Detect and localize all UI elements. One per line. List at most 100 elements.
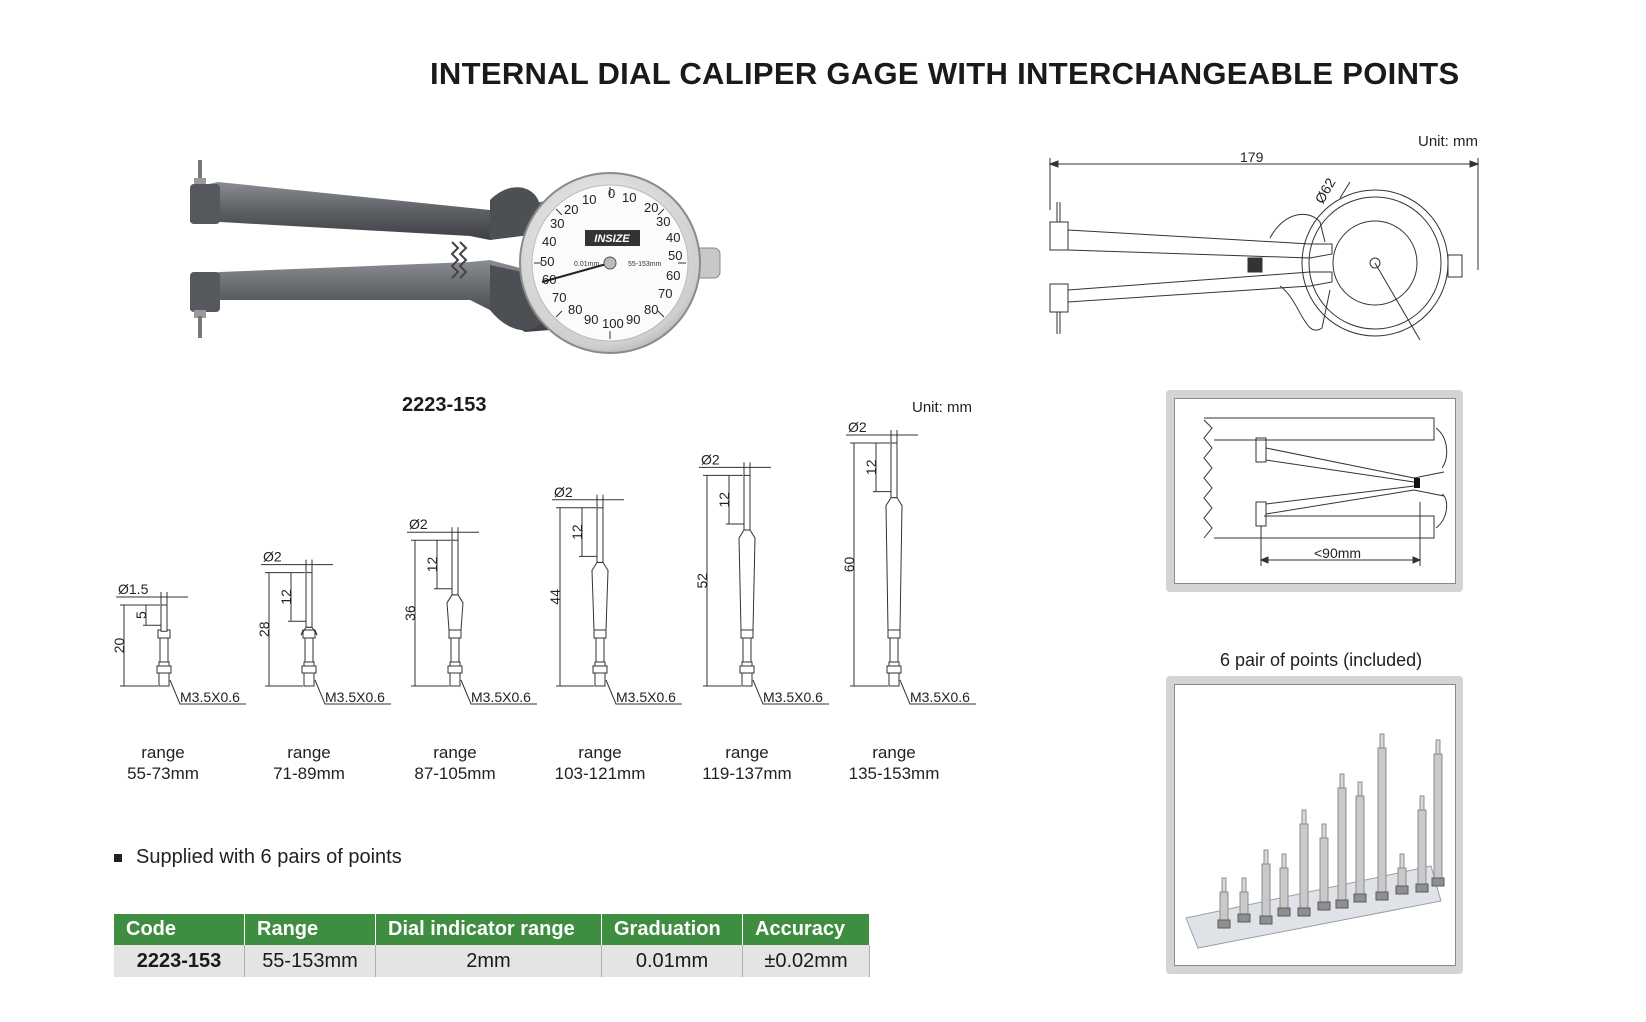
dial-range-mark: 55-153mm — [628, 261, 662, 268]
point-3-tip — [451, 539, 459, 596]
svg-text:30: 30 — [550, 216, 564, 231]
dial-graduation-mark: 0.01mm — [574, 261, 599, 268]
point-3-tip-label: 12 — [424, 557, 440, 573]
point-3-thread-label: M3.5X0.6 — [471, 689, 531, 705]
range-word: range — [725, 743, 769, 762]
point-5-thread — [741, 661, 753, 687]
photo-point-nut — [1395, 885, 1409, 895]
svg-text:0: 0 — [608, 186, 615, 201]
header-accuracy: Accuracy — [742, 914, 870, 945]
range-value: 55-73mm — [127, 764, 199, 783]
svg-text:70: 70 — [552, 290, 566, 305]
unit-label-drawing: Unit: mm — [1418, 133, 1478, 150]
cell-dial-indicator-range: 2mm — [375, 945, 602, 977]
header-dial-indicator-range: Dial indicator range — [375, 914, 602, 945]
photo-point-nut — [1277, 907, 1291, 917]
point-3-collar — [448, 629, 462, 639]
point-6-collar — [887, 629, 901, 639]
photo-point — [1261, 863, 1271, 923]
drawing-dial-diameter-label: Ø62 — [1311, 175, 1338, 206]
cell-accuracy: ±0.02mm — [742, 945, 870, 977]
point-3-body — [446, 594, 464, 631]
model-label: 2223-153 — [402, 394, 487, 416]
point-5-neck — [742, 638, 752, 662]
cell-range: 55-153mm — [244, 945, 376, 977]
point-6-dia-label: Ø2 — [848, 419, 867, 435]
header-graduation: Graduation — [601, 914, 743, 945]
point-1-tip-label: 5 — [133, 611, 149, 619]
point-6-thread — [888, 661, 900, 687]
point-3-thread — [449, 661, 461, 687]
photo-point-tip — [1419, 795, 1425, 811]
svg-text:50: 50 — [668, 248, 682, 263]
unit-label-points: Unit: mm — [912, 399, 972, 416]
range-word: range — [578, 743, 622, 762]
point-2-nut — [301, 665, 317, 674]
point-3-neck — [450, 638, 460, 662]
point-4-collar — [593, 629, 607, 639]
point-5-nut — [739, 665, 755, 674]
svg-text:70: 70 — [658, 286, 672, 301]
photo-point-tip — [1281, 853, 1287, 869]
photo-point — [1279, 867, 1289, 915]
table-row: 2223-153 55-153mm 2mm 0.01mm ±0.02mm — [114, 945, 870, 977]
point-1-dia-label: Ø1.5 — [118, 581, 149, 597]
point-6-tip — [890, 442, 898, 499]
point-3-nut — [447, 665, 463, 674]
header-range: Range — [244, 914, 376, 945]
photo-point-tip — [1379, 733, 1385, 749]
point-1-neck — [159, 638, 169, 662]
photo-point-nut — [1415, 883, 1429, 893]
page-title: INTERNAL DIAL CALIPER GAGE WITH INTERCHA… — [430, 56, 1460, 91]
point-1-thread-leader — [169, 679, 246, 705]
range-label-4: range 103-121mm — [530, 742, 670, 784]
photo-point-nut — [1237, 913, 1251, 923]
point-4-dia-label: Ø2 — [554, 484, 573, 500]
photo-point-tip — [1435, 739, 1441, 755]
photo-point-tip — [1321, 823, 1327, 839]
photo-point-nut — [1297, 907, 1311, 917]
point-2-thread — [303, 661, 315, 687]
photo-point-tip — [1399, 853, 1405, 869]
svg-text:80: 80 — [644, 302, 658, 317]
range-value: 119-137mm — [702, 764, 792, 783]
svg-text:50: 50 — [540, 254, 554, 269]
point-2-thread-label: M3.5X0.6 — [325, 689, 385, 705]
point-3-thread-leader — [460, 679, 537, 705]
detail-drawing: <90mm — [1203, 417, 1448, 566]
photo-point-tip — [1301, 809, 1307, 825]
point-1-thread — [158, 661, 170, 687]
point-2-tip — [305, 572, 313, 628]
point-6-neck — [889, 638, 899, 662]
photo-point — [1417, 809, 1427, 891]
range-label-5: range 119-137mm — [677, 742, 817, 784]
point-4-nut — [592, 665, 608, 674]
photo-point-nut — [1431, 877, 1445, 887]
photo-point-tip — [1221, 877, 1227, 893]
point-6-thread-label: M3.5X0.6 — [910, 689, 970, 705]
point-4-tip-label: 12 — [569, 524, 585, 540]
point-6-nut — [886, 665, 902, 674]
point-6-length-label: 60 — [841, 557, 857, 573]
range-value: 103-121mm — [554, 764, 646, 783]
photo-point — [1299, 823, 1309, 915]
point-5-body — [738, 529, 756, 631]
point-4-neck — [595, 638, 605, 662]
point-2-dia-label: Ø2 — [263, 549, 282, 565]
spec-table: Code Range Dial indicator range Graduati… — [114, 914, 870, 977]
svg-text:30: 30 — [656, 214, 670, 229]
svg-text:100: 100 — [602, 316, 624, 331]
photo-point — [1433, 753, 1443, 885]
point-3-dia-label: Ø2 — [409, 516, 428, 532]
cell-graduation: 0.01mm — [601, 945, 743, 977]
point-5-thread-label: M3.5X0.6 — [763, 689, 823, 705]
point-1-length-label: 20 — [111, 638, 127, 654]
point-5-tip-label: 12 — [716, 492, 732, 508]
photo-point-tip — [1241, 877, 1247, 893]
svg-text:40: 40 — [666, 230, 680, 245]
point-2-neck — [304, 638, 314, 662]
range-value: 87-105mm — [414, 764, 496, 783]
